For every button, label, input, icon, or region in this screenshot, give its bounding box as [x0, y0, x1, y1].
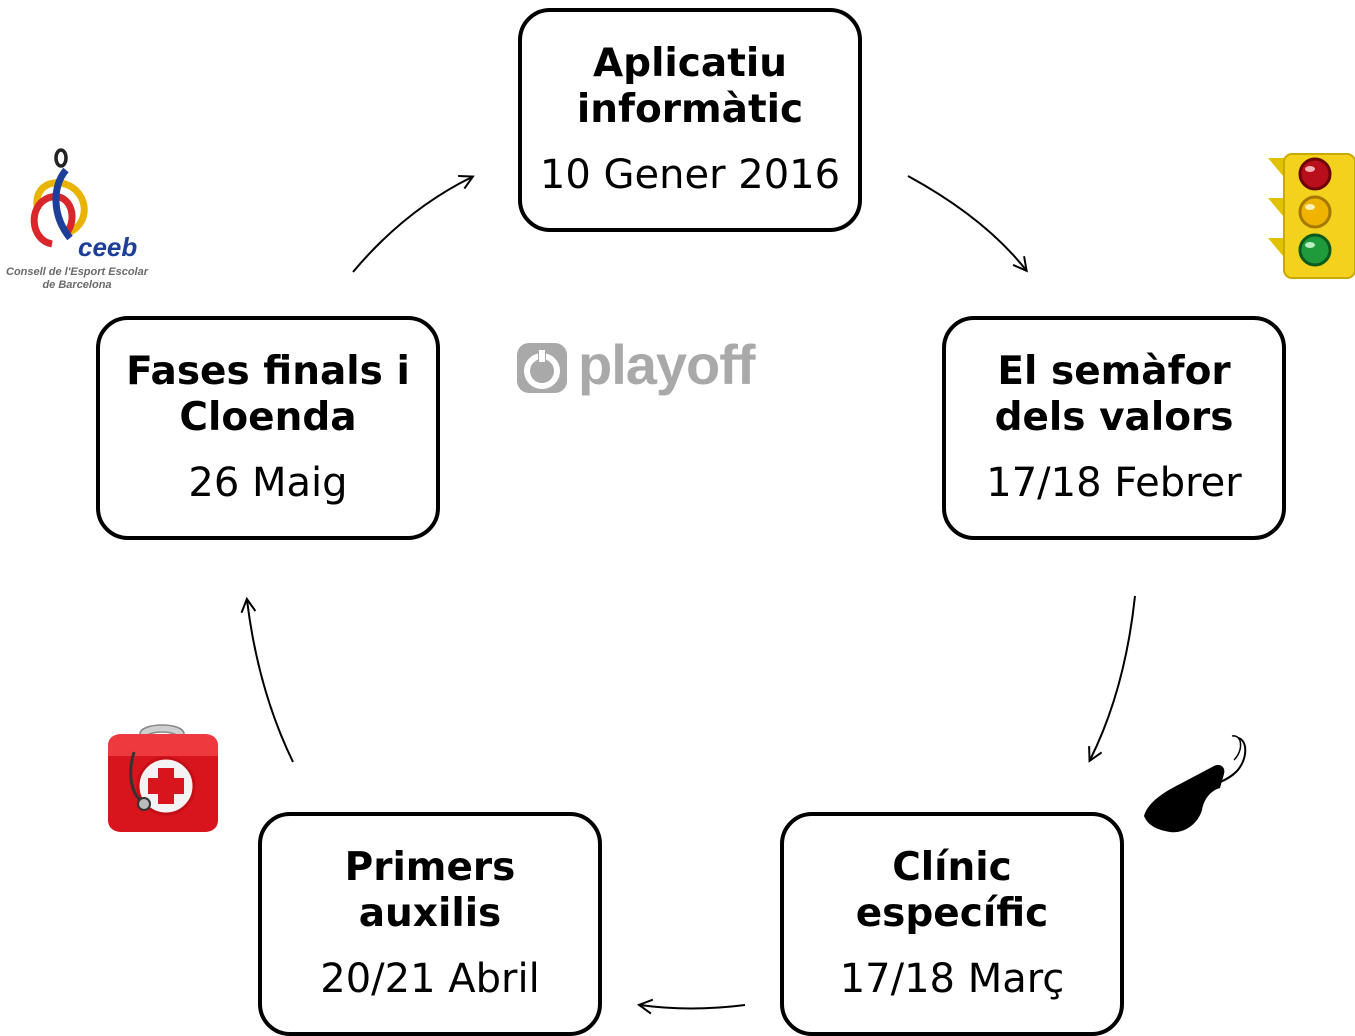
node-aplicatiu: Aplicatiu informàtic 10 Gener 2016	[518, 8, 862, 232]
traffic-light-icon	[1268, 153, 1355, 279]
whistle-icon	[1144, 735, 1247, 833]
node-primers: Primers auxilis 20/21 Abril	[258, 812, 602, 1036]
node-fases-date: 26 Maig	[188, 460, 348, 506]
node-primers-title: Primers auxilis	[344, 845, 516, 936]
playoff-logo-word: playoff	[578, 333, 756, 396]
arrow-aplicatiu-to-semafor	[907, 175, 1028, 273]
arrow-semafor-to-clinic	[1088, 595, 1136, 763]
playoff-logo-icon	[517, 343, 567, 393]
node-semafor-title: El semàfor dels valors	[994, 349, 1234, 440]
ceeb-logo-caption: Consell de l'Esport Escolar de Barcelona	[6, 266, 148, 291]
node-aplicatiu-title: Aplicatiu informàtic	[576, 41, 804, 132]
node-clinic: Clínic específic 17/18 Març	[780, 812, 1124, 1036]
node-fases: Fases finals i Cloenda 26 Maig	[96, 316, 440, 540]
node-primers-date: 20/21 Abril	[320, 956, 540, 1002]
ceeb-logo-word: ceeb	[78, 232, 138, 262]
first-aid-kit-icon	[108, 724, 218, 832]
arrow-fases-to-aplicatiu	[352, 175, 475, 273]
node-fases-title: Fases finals i Cloenda	[126, 349, 410, 440]
node-semafor-date: 17/18 Febrer	[986, 460, 1242, 506]
node-clinic-date: 17/18 Març	[839, 956, 1065, 1002]
node-aplicatiu-date: 10 Gener 2016	[539, 152, 841, 198]
arrow-primers-to-fases	[240, 596, 294, 763]
node-clinic-title: Clínic específic	[855, 845, 1049, 936]
arrow-clinic-to-primers	[636, 998, 746, 1015]
ceeb-logo-icon	[30, 148, 88, 248]
node-semafor: El semàfor dels valors 17/18 Febrer	[942, 316, 1286, 540]
